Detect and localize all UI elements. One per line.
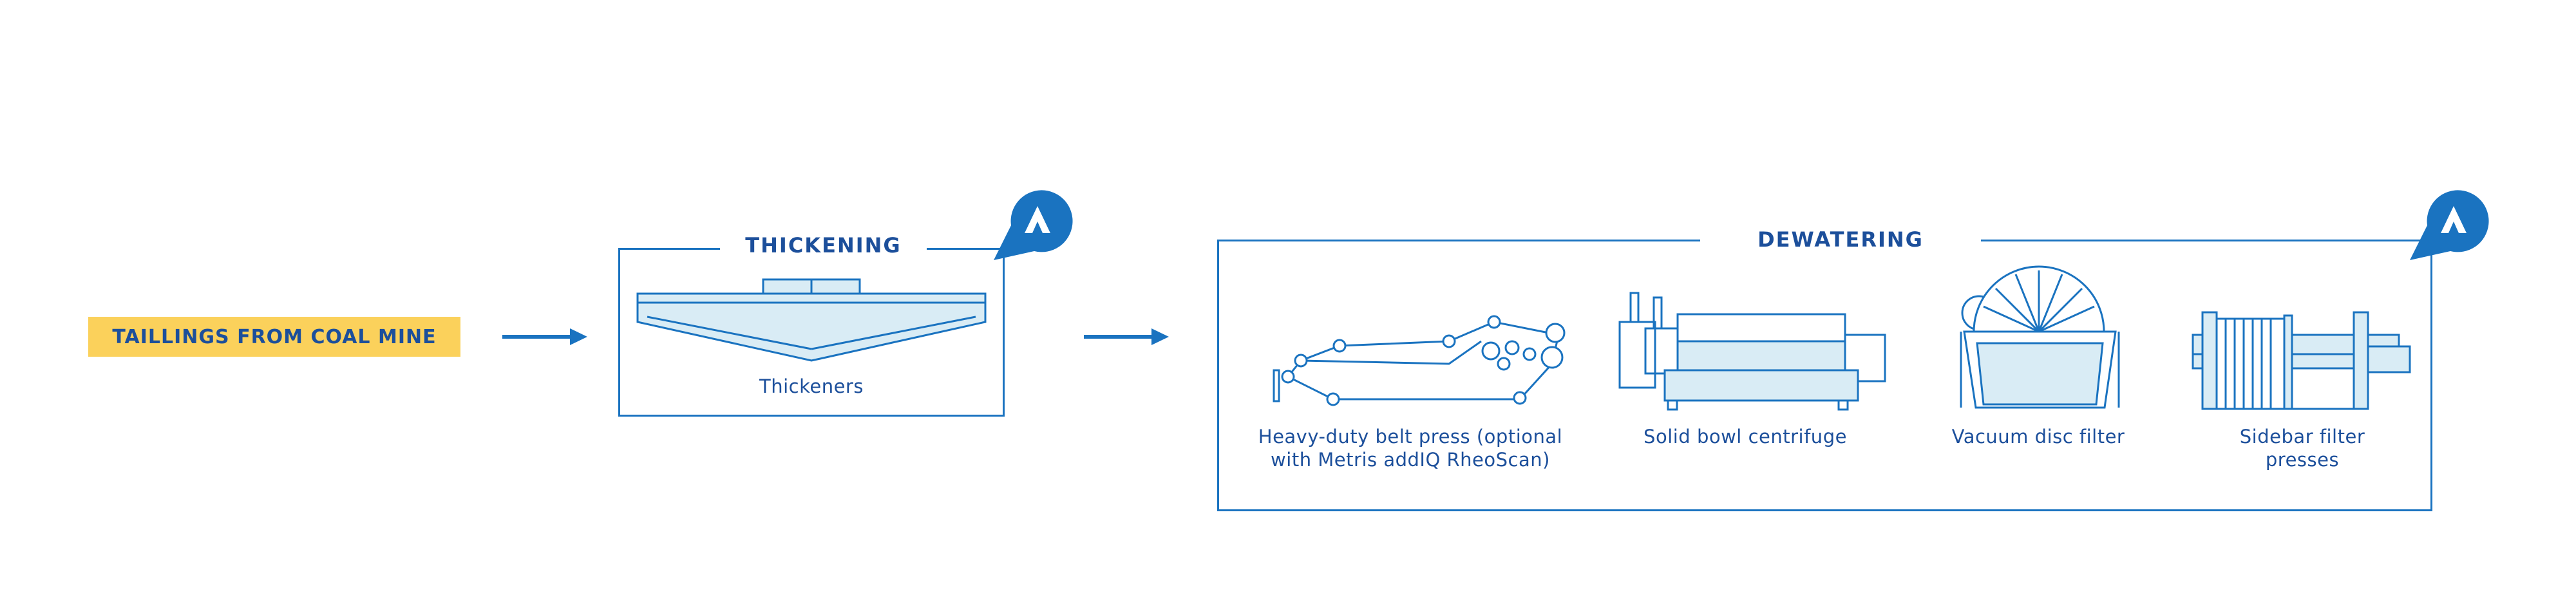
dewatering-title: DEWATERING (1700, 227, 1981, 252)
sidebar-filter-press-icon (2192, 311, 2411, 410)
centrifuge-icon (1618, 292, 1886, 411)
vacuum-disc-filter-icon (1960, 265, 2120, 409)
centrifuge-caption: Solid bowl centrifuge (1643, 426, 1847, 448)
sidebar-filter-press-caption: Sidebar filter presses (2239, 426, 2365, 471)
source-label: TAILLINGS FROM COAL MINE (112, 325, 437, 348)
arrow-icon (1084, 328, 1169, 345)
vacuum-disc-filter-caption: Vacuum disc filter (1951, 426, 2125, 448)
thickener-icon (636, 278, 987, 362)
belt-press-icon (1273, 315, 1566, 406)
thickeners-caption: Thickeners (759, 375, 864, 397)
brand-pin-icon (2410, 190, 2489, 260)
brand-pin-icon (994, 190, 1073, 260)
belt-press-caption: Heavy-duty belt press (optional with Met… (1258, 426, 1563, 471)
source-badge: TAILLINGS FROM COAL MINE (88, 317, 460, 357)
thickening-title: THICKENING (720, 233, 927, 258)
arrow-icon (502, 328, 587, 345)
